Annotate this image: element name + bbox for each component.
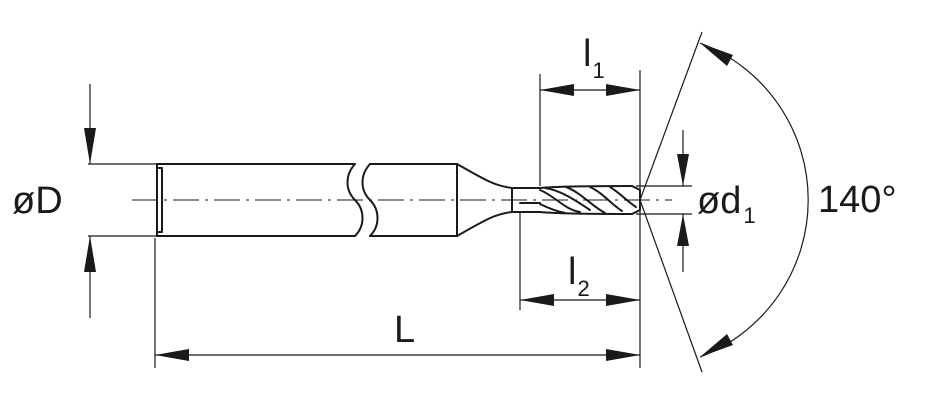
label-tip-diameter-main: ød — [697, 180, 741, 222]
label-flute-length-sub: 1 — [592, 58, 604, 83]
dim-tip-diameter — [677, 130, 689, 272]
label-shank-diameter: øD — [12, 180, 63, 222]
extension-lines — [88, 31, 703, 373]
fluted-tip — [511, 185, 641, 215]
label-overall-length: L — [394, 309, 415, 351]
shank — [156, 163, 513, 237]
label-tip-diameter-sub: 1 — [743, 203, 755, 228]
dim-flute-length — [540, 84, 640, 96]
label-flute-length: l1 — [583, 33, 605, 83]
label-neck-length-sub: 2 — [577, 276, 589, 301]
label-tip-diameter: ød1 — [697, 180, 756, 228]
dim-neck-length — [520, 294, 640, 306]
label-neck-length-main: l — [568, 251, 576, 293]
label-point-angle: 140° — [818, 179, 897, 221]
label-neck-length: l2 — [568, 251, 590, 301]
dim-point-angle — [699, 42, 809, 358]
label-flute-length-main: l — [583, 33, 591, 75]
dim-shank-diameter — [84, 84, 96, 318]
dim-overall-length — [155, 349, 640, 361]
